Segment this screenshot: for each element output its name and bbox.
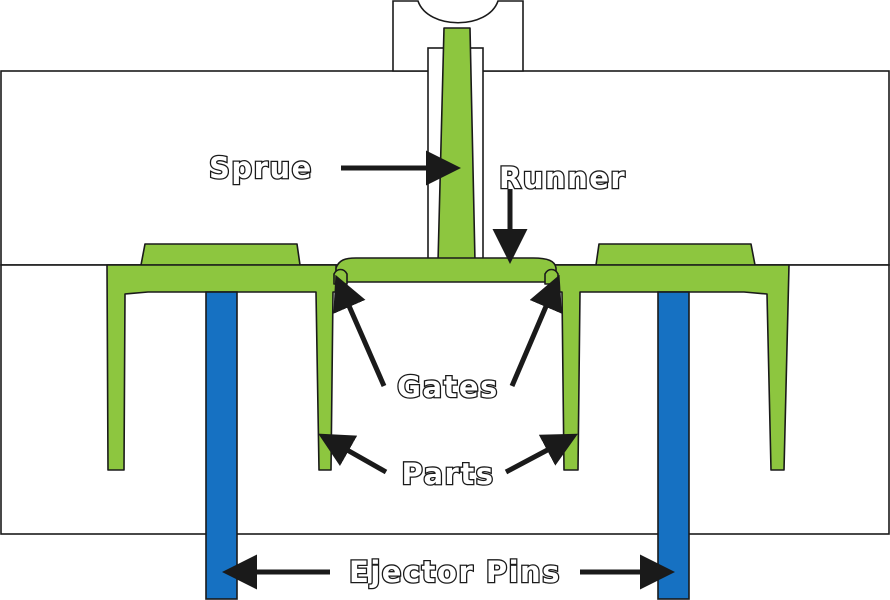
callout-labels: Sprue Runner Gates Parts Ejector Pins: [208, 150, 626, 591]
parts-label: Parts: [402, 457, 495, 491]
callout-arrows: [221, 150, 676, 590]
gates-arrow-right: [509, 274, 562, 387]
gates-arrow-left: [333, 274, 387, 388]
right-ejector-pin: [657, 291, 690, 600]
sprue-channel: [437, 27, 476, 263]
parts-arrow-left: [318, 433, 388, 475]
ejector-pins-label: Ejector Pins: [349, 555, 561, 589]
right-part-flange: [595, 243, 756, 266]
left-ejector-pin: [205, 291, 238, 600]
gates-label: Gates: [397, 370, 499, 404]
right-gate: [544, 268, 559, 285]
left-gate: [333, 268, 348, 285]
runner: [335, 257, 557, 283]
sprue-label: Sprue: [209, 151, 313, 185]
left-part-flange: [140, 243, 301, 266]
lower-mold-plate: [0, 264, 890, 535]
runner-label: Runner: [499, 161, 626, 195]
parts-arrow-right: [504, 433, 578, 475]
ejector-pins: [205, 291, 690, 600]
